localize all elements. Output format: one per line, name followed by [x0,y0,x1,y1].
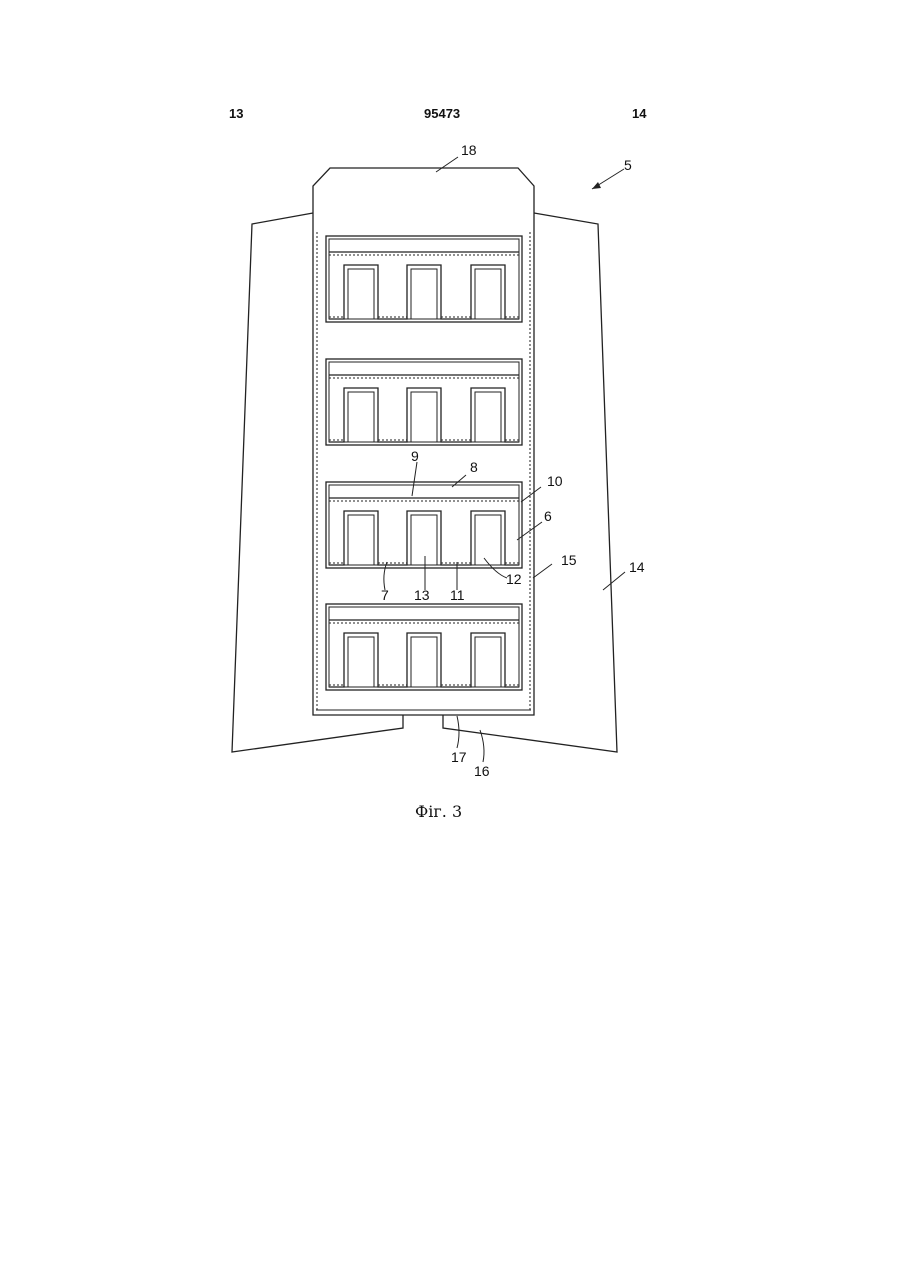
reference-labels: 18 5 9 8 10 6 15 14 12 7 13 11 17 16 [381,142,645,779]
module-outer-frame [326,359,522,445]
module-comb-outer [329,265,519,319]
module-outer-frame [326,236,522,322]
label-16: 16 [474,763,490,779]
label-9: 9 [411,448,419,464]
label-13: 13 [414,587,430,603]
module-4 [326,604,522,690]
module-3 [326,482,522,568]
label-14: 14 [629,559,645,575]
module-2 [326,359,522,445]
module-inner-frame [329,239,519,319]
module-comb-outer [329,388,519,442]
module-comb-inner [348,392,501,442]
leader-15 [533,564,552,578]
leader-16 [480,730,484,762]
label-17: 17 [451,749,467,765]
label-10: 10 [547,473,563,489]
label-7: 7 [381,587,389,603]
module-comb-outer [329,511,519,565]
label-8: 8 [470,459,478,475]
leader-14 [603,572,625,590]
module-outer-frame [326,604,522,690]
label-15: 15 [561,552,577,568]
module-comb-inner [348,637,501,687]
label-6: 6 [544,508,552,524]
module-inner-frame [329,362,519,442]
leader-10 [521,487,541,502]
leader-18 [436,157,458,172]
label-18: 18 [461,142,477,158]
module-inner-frame [329,485,519,565]
module-inner-frame [329,607,519,687]
label-11: 11 [450,587,465,603]
module-stack [326,236,522,690]
leader-9 [412,462,417,496]
module-comb-outer [329,633,519,687]
module-comb-inner [348,269,501,319]
leader-17 [457,716,459,748]
figure-caption: Фіг. 3 [415,802,462,821]
module-1 [326,236,522,322]
leader-7 [384,562,387,590]
arrowhead-5 [592,182,601,189]
label-5: 5 [624,157,632,173]
label-12: 12 [506,571,522,587]
module-outer-frame [326,482,522,568]
